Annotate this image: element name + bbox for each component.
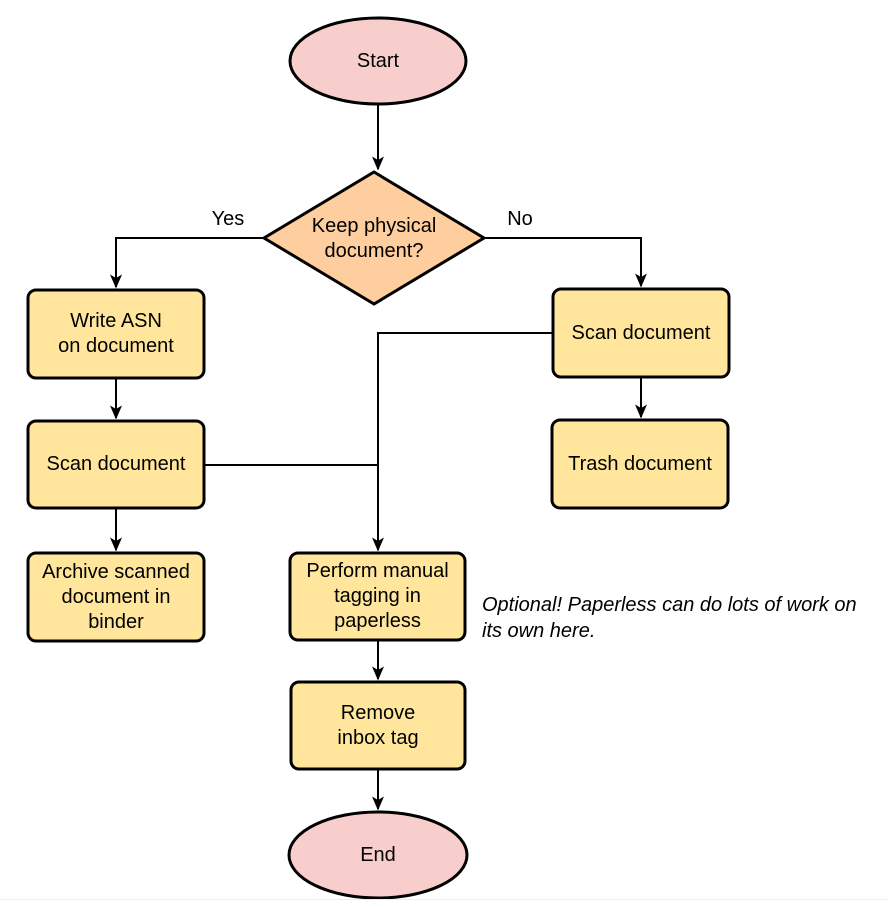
decision-diamond-shape <box>261 170 487 306</box>
archive-label-line: document in <box>61 585 171 608</box>
scan-left-shape <box>26 419 206 510</box>
start-label: Start <box>290 18 466 105</box>
archive-label-line: binder <box>88 610 144 633</box>
perform-tagging-label: Perform manual tagging in paperless <box>290 553 465 640</box>
write-asn-label: Write ASN on document <box>28 290 204 378</box>
decision-label: Keep physical document? <box>264 173 484 304</box>
optional-note: Optional! Paperless can do lots of work … <box>482 592 888 644</box>
edge-decision-no-to-scan-right <box>484 237 647 288</box>
perform-tagging-label-line: tagging in <box>334 585 421 607</box>
no-edge-label: No <box>507 208 533 230</box>
archive-shape <box>26 551 206 643</box>
edge-scan-right-to-perform-tagging <box>372 332 553 552</box>
write-asn-label-line: on document <box>58 335 174 357</box>
start-label-line: Start <box>356 50 400 72</box>
write-asn-shape <box>26 288 206 380</box>
start-terminator-shape <box>288 16 468 106</box>
scan-right-label-line: Scan document <box>571 321 711 344</box>
yes-edge-label: Yes <box>211 208 245 230</box>
archive-label-line: Archive scanned <box>42 560 190 583</box>
trash-label: Trash document <box>552 420 728 508</box>
end-terminator-shape <box>287 810 469 900</box>
scan-right-label: Scan document <box>553 289 729 377</box>
end-label: End <box>290 812 466 898</box>
trash-shape <box>550 418 730 510</box>
trash-label-line: Trash document <box>568 452 712 475</box>
archive-label: Archive scanned document in binder <box>28 553 204 641</box>
remove-inbox-label: Remove inbox tag <box>291 682 465 769</box>
bottom-divider <box>0 899 888 900</box>
edge-decision-yes-to-write-asn <box>110 237 264 289</box>
end-label-line: End <box>360 843 396 866</box>
scan-right-shape <box>551 287 731 379</box>
remove-inbox-shape <box>289 680 467 771</box>
optional-note-line: its own here. <box>482 620 596 642</box>
remove-inbox-label-line: Remove <box>340 701 416 724</box>
scan-left-label-line: Scan document <box>46 453 186 475</box>
write-asn-label-line: Write ASN <box>70 310 162 332</box>
perform-tagging-label-line: Perform manual <box>306 560 449 582</box>
remove-inbox-label-line: inbox tag <box>337 726 419 749</box>
optional-note-line: Optional! Paperless can do lots of work … <box>482 594 857 616</box>
decision-label-line: document? <box>324 239 424 262</box>
perform-tagging-label-line: paperless <box>334 610 421 632</box>
scan-left-label: Scan document <box>28 421 204 508</box>
decision-label-line: Keep physical <box>311 214 437 237</box>
perform-tagging-shape <box>288 551 467 642</box>
